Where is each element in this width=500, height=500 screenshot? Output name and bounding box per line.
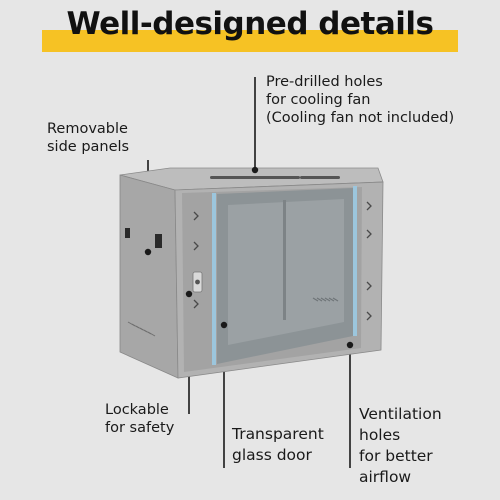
lock-label-line-2: for safety [105,420,175,436]
lockable-label: Lockable for safety [105,401,174,437]
door-seal-right [353,186,357,336]
vent-label-line-1: Ventilation [359,405,442,423]
door-left-vents [193,211,199,309]
fan-label-line-1: Pre-drilled holes [266,74,383,90]
fan-holes-label: Pre-drilled holes for cooling fan (Cooli… [266,73,454,127]
title-highlight-bar [42,30,458,52]
lock-label-line-1: Lockable [105,402,169,418]
door-seal-left [212,193,216,365]
page-title: Well-designed details [66,6,434,42]
interior-rail [283,200,286,320]
vent-label-line-3: for better [359,447,433,465]
glass-callout-dot [220,321,228,329]
glass-label-line-1: Transparent [232,425,324,443]
vent-label-line-2: holes [359,426,401,444]
side-callout-dot [144,248,152,256]
glass-door-label: Transparent glass door [232,424,324,466]
top-vent-holes [210,176,340,179]
lock-icon [185,271,203,298]
fan-label-line-3: (Cooling fan not included) [266,110,455,126]
side-label-line-1: Removable [47,121,128,137]
vent-label-line-4: airflow [359,468,412,486]
side-panel [119,174,179,379]
side-label-line-2: side panels [47,139,130,155]
glass-label-line-2: glass door [232,446,312,464]
side-panels-label: Removable side panels [47,120,129,156]
side-panel-latches [125,228,162,248]
frame-right-vents [366,201,372,321]
fan-callout-dot [251,166,259,174]
interior-vent-slots [312,297,339,302]
ventilation-label: Ventilation holes for better airflow [359,404,442,488]
side-vent-slots [127,321,156,337]
fan-label-line-2: for cooling fan [266,92,371,108]
vent-callout-dot [346,341,354,349]
